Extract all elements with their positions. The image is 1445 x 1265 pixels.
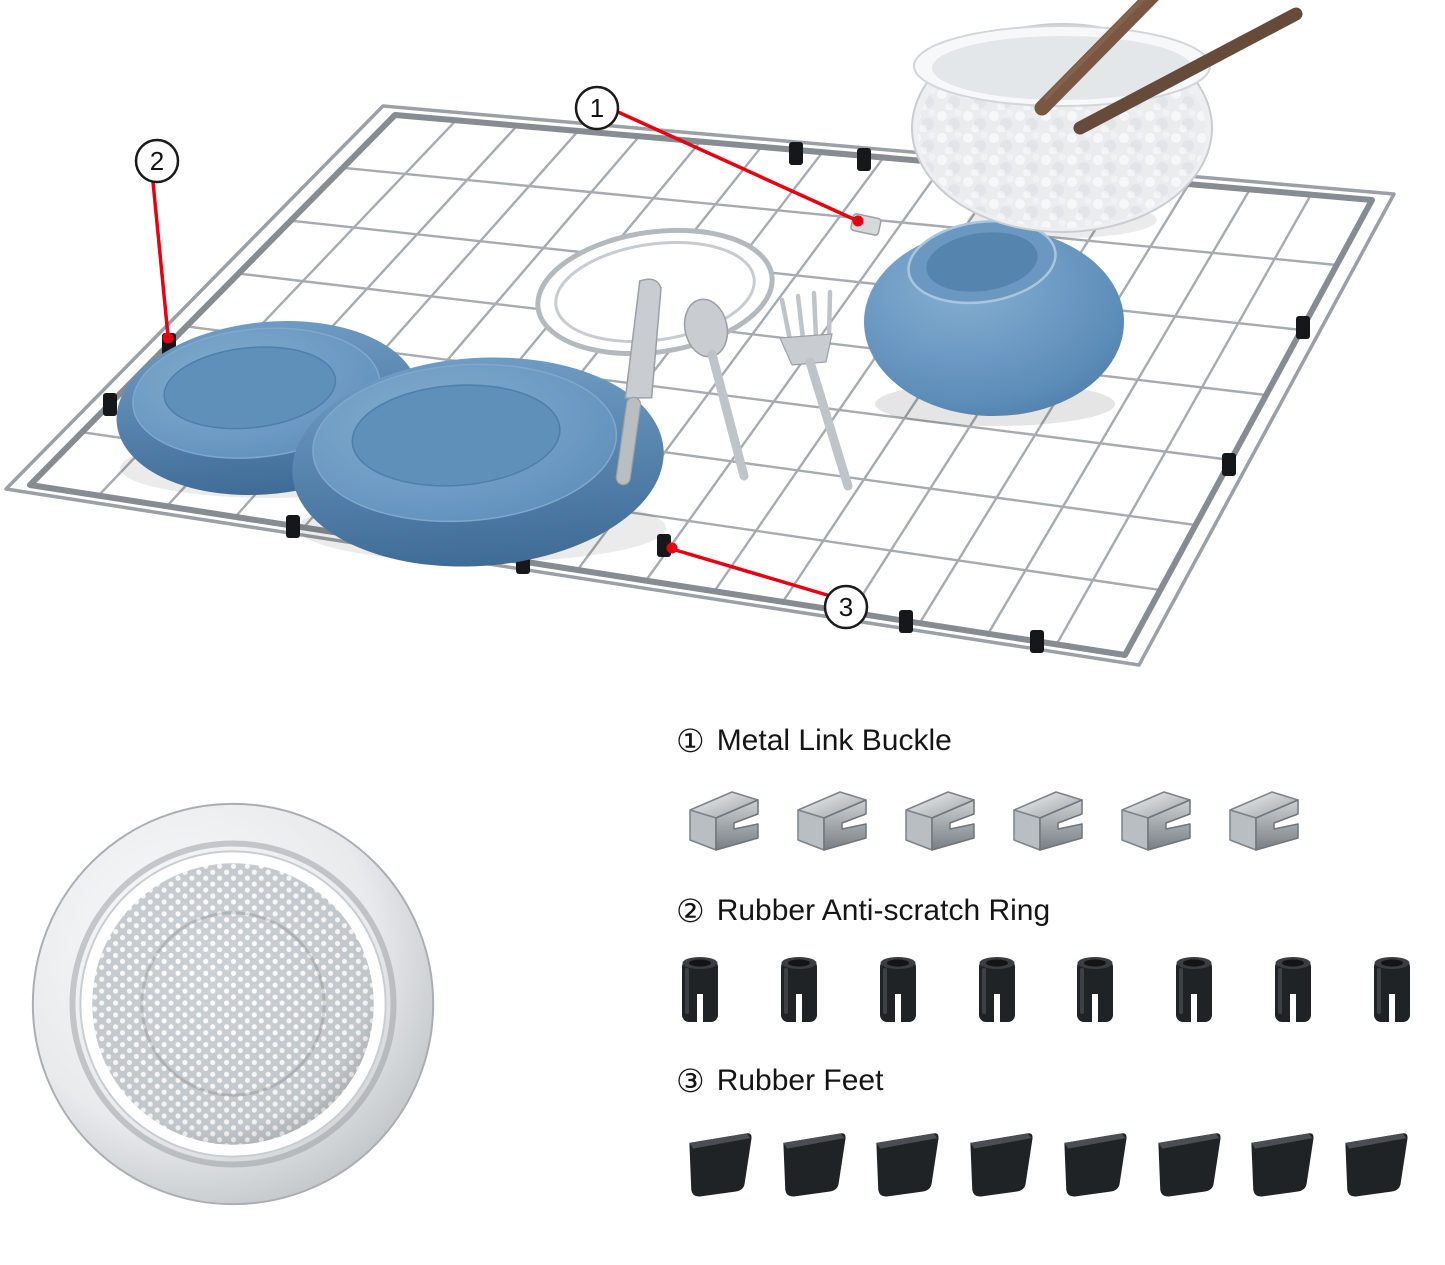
- rubber-foot-icon: [1251, 1133, 1314, 1197]
- metal-link-buckle-icon: [905, 791, 975, 851]
- spoon: [683, 298, 749, 481]
- metal-link-buckle-icon: [1121, 791, 1191, 851]
- legend-row-metal-link-buckle: ① Metal Link Buckle: [676, 724, 1416, 860]
- rubber-feet-icons-row: [676, 1120, 1416, 1204]
- rubber-ring-icons-row: [676, 950, 1416, 1030]
- rubber-anti-scratch-ring-icon: [1176, 957, 1213, 1022]
- rubber-foot-icon: [1157, 1133, 1221, 1197]
- metal-link-buckle-icon: [797, 791, 867, 851]
- callout-lines: [151, 110, 864, 597]
- sink-strainer-image: [31, 802, 435, 1206]
- rubber-foot-icon: [1064, 1133, 1127, 1197]
- wooden-chopsticks: [1034, 0, 1303, 135]
- blue-plate-front: [292, 357, 664, 567]
- rubber-anti-scratch-ring-icon: [1373, 957, 1410, 1022]
- rubber-anti-scratch-ring-icon: [682, 957, 718, 1022]
- rubber-anti-scratch-ring-icon: [1077, 957, 1114, 1022]
- rubber-foot-icon: [876, 1133, 939, 1197]
- legend-badge-1: ①: [676, 723, 705, 759]
- knife: [615, 278, 662, 486]
- legend-label-2: Rubber Anti-scratch Ring: [716, 894, 1051, 927]
- fork: [779, 289, 853, 491]
- legend-badge-2: ②: [676, 893, 705, 929]
- glass-bowl: [911, 23, 1213, 233]
- metal-link-buckle-icon: [689, 791, 759, 851]
- callout-2: 2: [134, 138, 180, 184]
- legend-row-rubber-feet: ③ Rubber Feet: [676, 1064, 1416, 1204]
- legend-header-2: ② Rubber Anti-scratch Ring: [676, 894, 1416, 928]
- rubber-foot-icon: [970, 1133, 1033, 1197]
- sink-grid-illustration: 1 2 3: [4, 0, 1396, 667]
- rubber-foot-icon: [1345, 1133, 1408, 1197]
- callout-3: 3: [823, 584, 869, 630]
- legend-badge-3: ③: [676, 1063, 705, 1099]
- legend-header-3: ③ Rubber Feet: [676, 1064, 1416, 1098]
- rubber-anti-scratch-ring-icon: [978, 957, 1015, 1022]
- rubber-feet-on-grid: [103, 142, 1310, 653]
- metal-buckle-icons-row: [676, 780, 1416, 860]
- callout-1-number: 1: [590, 93, 604, 123]
- blue-bowl: [864, 219, 1124, 416]
- metal-link-buckle-icon: [1013, 791, 1083, 851]
- legend-label-1: Metal Link Buckle: [716, 724, 952, 757]
- rubber-foot-icon: [783, 1133, 846, 1197]
- callout-2-number: 2: [150, 146, 164, 176]
- callout-3-number: 3: [839, 592, 853, 622]
- legend-label-3: Rubber Feet: [716, 1064, 884, 1097]
- legend-row-rubber-ring: ② Rubber Anti-scratch Ring: [676, 894, 1416, 1030]
- metal-link-buckle-icon: [1229, 791, 1299, 851]
- legend-header-1: ① Metal Link Buckle: [676, 724, 1416, 758]
- callout-1: 1: [574, 85, 620, 131]
- rubber-anti-scratch-ring-icon: [780, 957, 817, 1022]
- rubber-anti-scratch-ring-icon: [1275, 957, 1312, 1022]
- rubber-foot-icon: [689, 1133, 752, 1197]
- rubber-anti-scratch-ring-icon: [879, 957, 916, 1022]
- parts-legend: ① Metal Link Buckle ② Rubber Anti-sc: [676, 724, 1416, 1238]
